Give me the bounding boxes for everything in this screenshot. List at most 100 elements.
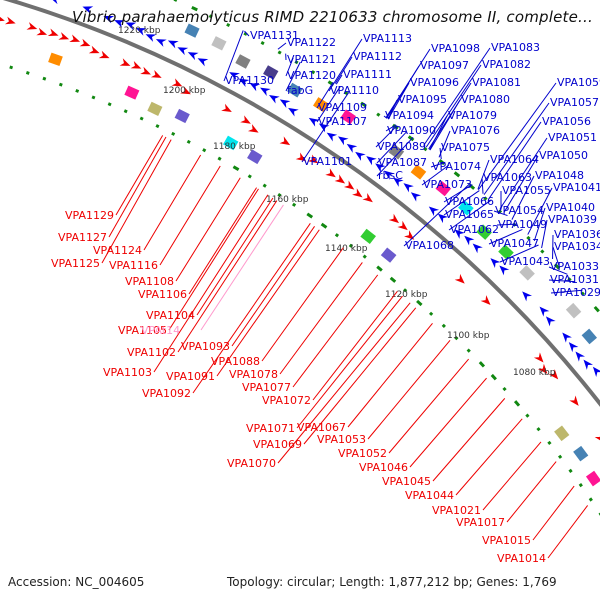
reverse-gene-label[interactable]: VPA1127 xyxy=(58,231,107,244)
reverse-gene-label[interactable]: VPA1106 xyxy=(138,288,187,301)
reverse-gene-label[interactable]: VPA1070 xyxy=(227,457,276,470)
reverse-gene-arrow xyxy=(533,352,544,363)
forward-gene-label[interactable]: VPA1089 xyxy=(377,140,426,153)
forward-gene-label[interactable]: VPA1033 xyxy=(550,260,599,273)
forward-gene-label[interactable]: VPA1034 xyxy=(554,240,600,253)
forward-gene-label[interactable]: VPA1050 xyxy=(539,149,588,162)
reverse-gene-label[interactable]: VPA1124 xyxy=(93,244,142,257)
reverse-gene-label[interactable]: VPA1044 xyxy=(405,489,454,502)
forward-gene-label[interactable]: VPA1041 xyxy=(553,181,600,194)
forward-gene-label[interactable]: VPA1113 xyxy=(363,32,412,45)
forward-gene-label[interactable]: fabG xyxy=(287,84,313,97)
forward-gene-label[interactable]: VPA1056 xyxy=(542,115,591,128)
forward-gene-arrow xyxy=(575,351,585,362)
forward-gene-label[interactable]: VPA1098 xyxy=(431,42,480,55)
forward-gene-label[interactable]: VPA1095 xyxy=(398,93,447,106)
forward-gene-label[interactable]: VPA1122 xyxy=(287,36,336,49)
forward-label-leader xyxy=(527,187,553,235)
forward-gene-label[interactable]: VPA1063 xyxy=(483,171,532,184)
reverse-gene-label[interactable]: VPA1108 xyxy=(125,275,174,288)
reverse-gene-label[interactable]: VPA1053 xyxy=(317,433,366,446)
gc-marker xyxy=(454,335,459,341)
reverse-gene-label[interactable]: VPA1072 xyxy=(262,394,311,407)
reverse-gene-label[interactable]: VPA1102 xyxy=(127,346,176,359)
reverse-gene-label[interactable]: VPA1092 xyxy=(142,387,191,400)
reverse-gene-label[interactable]: VPA1014 xyxy=(497,552,546,565)
forward-gene-label[interactable]: VPA1107 xyxy=(318,115,367,128)
forward-gene-label[interactable]: VPA1094 xyxy=(385,109,434,122)
forward-gene-label[interactable]: VPA1079 xyxy=(448,109,497,122)
reverse-gene-label[interactable]: VPA1067 xyxy=(297,421,346,434)
reverse-gene-label[interactable]: VPA1015 xyxy=(482,534,531,547)
forward-gene-label[interactable]: VPA1076 xyxy=(451,124,500,137)
forward-gene-label[interactable]: VPA1131 xyxy=(250,29,299,42)
forward-gene-label[interactable]: VPA1031 xyxy=(550,273,599,286)
reverse-gene-label[interactable]: VPA1046 xyxy=(359,461,408,474)
forward-gene-label[interactable]: VPA1112 xyxy=(353,50,402,63)
reverse-gene-label[interactable]: VPA1069 xyxy=(253,438,302,451)
gc-marker xyxy=(25,71,30,75)
reverse-gene-arrow xyxy=(150,70,162,78)
gc-marker xyxy=(513,400,521,407)
forward-gene-label[interactable]: VPA1066 xyxy=(445,195,494,208)
forward-gene-label[interactable]: VPA1062 xyxy=(450,223,499,236)
forward-gene-label[interactable]: VPA1051 xyxy=(548,131,597,144)
forward-gene-label[interactable]: VPA1039 xyxy=(548,213,597,226)
forward-gene-label[interactable]: VPA1082 xyxy=(482,58,531,71)
gc-marker xyxy=(173,0,178,2)
gc-marker xyxy=(42,76,47,81)
reverse-gene-arrow xyxy=(36,27,48,36)
reverse-gene-label[interactable]: VPA1129 xyxy=(65,209,114,222)
forward-gene-label[interactable]: VPA1068 xyxy=(405,239,454,252)
forward-gene-label[interactable]: VPA1109 xyxy=(318,101,367,114)
reverse-gene-label[interactable]: VPA1125 xyxy=(51,257,100,270)
forward-gene-label[interactable]: rbsC xyxy=(378,169,403,182)
forward-gene-label[interactable]: VPA1057 xyxy=(550,96,599,109)
forward-gene-label[interactable]: VPA1059 xyxy=(557,76,600,89)
reverse-gene-label[interactable]: VPA1103 xyxy=(103,366,152,379)
forward-gene-label[interactable]: VPA1097 xyxy=(420,59,469,72)
reverse-gene-label[interactable]: VPA1104 xyxy=(146,309,195,322)
reverse-gene-label[interactable]: VPA1116 xyxy=(109,259,158,272)
forward-gene-label[interactable]: VPA1043 xyxy=(501,255,550,268)
reverse-cog-block xyxy=(124,85,140,100)
forward-gene-label[interactable]: VPA1073 xyxy=(423,178,472,191)
forward-gene-label[interactable]: VPA1096 xyxy=(410,76,459,89)
forward-gene-label[interactable]: VPA1029 xyxy=(552,286,600,299)
forward-gene-label[interactable]: VPA1087 xyxy=(378,156,427,169)
forward-gene-label[interactable]: VPA1048 xyxy=(535,169,584,182)
reverse-gene-label[interactable]: VPA1088 xyxy=(211,355,260,368)
forward-gene-label[interactable]: VPA1120 xyxy=(287,69,336,82)
forward-gene-label[interactable]: VPA1090 xyxy=(387,124,436,137)
reverse-gene-label[interactable]: VPA1021 xyxy=(432,504,481,517)
reverse-gene-label[interactable]: VPA1045 xyxy=(382,475,431,488)
reverse-cog-block xyxy=(573,445,589,462)
forward-gene-label[interactable]: VPA1074 xyxy=(432,160,481,173)
forward-gene-label[interactable]: VPA1036 xyxy=(554,228,600,241)
reverse-gene-label[interactable]: VPA1077 xyxy=(242,381,291,394)
reverse-gene-label[interactable]: VPA1105 xyxy=(118,324,167,337)
rna-gene-label[interactable]: VPAt14 xyxy=(141,324,180,337)
forward-gene-label[interactable]: VPA1101 xyxy=(303,155,352,168)
forward-gene-label[interactable]: VPA1040 xyxy=(546,201,595,214)
forward-gene-label[interactable]: VPA1083 xyxy=(491,41,540,54)
forward-gene-label[interactable]: VPA1065 xyxy=(445,208,494,221)
forward-gene-label[interactable]: VPA1110 xyxy=(330,84,379,97)
reverse-gene-label[interactable]: VPA1078 xyxy=(229,368,278,381)
forward-label-leader xyxy=(552,246,560,266)
forward-gene-arrow xyxy=(375,163,386,173)
forward-gene-label[interactable]: VPA1047 xyxy=(490,237,539,250)
reverse-gene-label[interactable]: VPA1052 xyxy=(338,447,387,460)
forward-gene-label[interactable]: VPA1075 xyxy=(441,141,490,154)
reverse-gene-label[interactable]: VPA1093 xyxy=(181,340,230,353)
reverse-gene-label[interactable]: VPA1071 xyxy=(246,422,295,435)
forward-gene-label[interactable]: VPA1080 xyxy=(461,93,510,106)
forward-gene-label[interactable]: VPA1111 xyxy=(343,68,392,81)
tick-label: 1180 kbp xyxy=(213,142,256,152)
reverse-gene-label[interactable]: VPA1017 xyxy=(456,516,505,529)
reverse-cog-block xyxy=(380,247,397,263)
forward-gene-label[interactable]: VPA1130 xyxy=(225,74,274,87)
forward-gene-label[interactable]: VPA1121 xyxy=(287,53,336,66)
forward-gene-arrow xyxy=(428,206,440,217)
forward-gene-label[interactable]: VPA1081 xyxy=(472,76,521,89)
